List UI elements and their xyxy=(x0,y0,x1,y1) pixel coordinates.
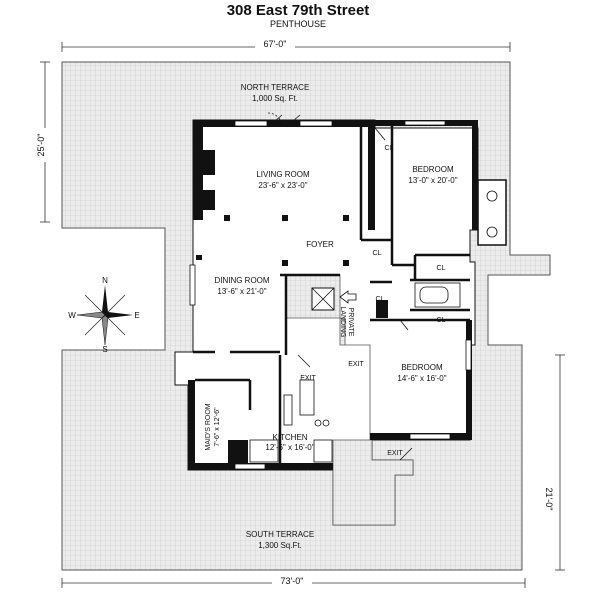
closet-label-1: CL xyxy=(385,145,394,152)
page-subtitle: PENTHOUSE xyxy=(270,19,326,29)
private-landing-area xyxy=(285,274,414,526)
south-terrace-label: SOUTH TERRACE xyxy=(246,530,314,539)
compass-s-label: S xyxy=(102,345,107,354)
compass-icon xyxy=(76,285,133,346)
interior-walls xyxy=(193,126,470,463)
maids-room-label: MAID'S ROOM xyxy=(205,403,212,450)
bottom-dimension: 73'-0" xyxy=(61,575,526,588)
windows xyxy=(189,120,472,470)
kitchen-label: KITCHEN xyxy=(272,433,307,442)
door-swings xyxy=(267,112,413,461)
exit-label-2: EXIT xyxy=(348,361,364,368)
compass-e-label: E xyxy=(134,311,139,320)
elevator xyxy=(311,287,335,311)
compass-n-label: N xyxy=(102,276,108,285)
exit-label-1: EXIT xyxy=(300,375,316,382)
closet-label-2: CL xyxy=(373,250,382,257)
north-terrace-area: 1,000 Sq. Ft. xyxy=(252,94,298,103)
private-landing-label-1: PRIVATE xyxy=(347,308,354,337)
dining-room-label: DINING ROOM xyxy=(214,276,269,285)
bedroom2-label: BEDROOM xyxy=(401,363,443,372)
foyer-label: FOYER xyxy=(306,240,334,249)
south-terrace-area: 1,300 Sq.Ft. xyxy=(258,541,302,550)
dining-room-size: 13'-6" x 21'-0" xyxy=(217,287,266,296)
top-width-label: 67'-0" xyxy=(264,39,287,49)
closet-label-5: CL xyxy=(437,317,446,324)
entry-arrow xyxy=(339,290,357,304)
bedroom2-size: 14'-6" x 16'-0" xyxy=(397,374,446,383)
top-dimension: 67'-0" xyxy=(61,38,511,52)
exit-label-3: EXIT xyxy=(387,450,403,457)
north-terrace-label: NORTH TERRACE xyxy=(241,83,310,92)
kitchen-size: 12'-6" x 16'-0" xyxy=(265,443,314,452)
closet-label-4: CL xyxy=(376,296,385,303)
bathrooms xyxy=(414,179,507,308)
page-title: 308 East 79th Street xyxy=(227,2,370,19)
right-height-label: 21'-0" xyxy=(544,488,554,511)
bottom-width-label: 73'-0" xyxy=(281,576,304,586)
bedroom1-size: 13'-0" x 20'-0" xyxy=(408,176,457,185)
kitchen-counters xyxy=(249,379,333,463)
closet-label-3: CL xyxy=(437,265,446,272)
columns xyxy=(224,215,349,266)
left-dimension: 25'-0" xyxy=(36,61,50,223)
compass-w-label: W xyxy=(68,311,76,320)
right-dimension: 21'-0" xyxy=(541,354,565,571)
private-landing-label-2: LANDING xyxy=(339,306,346,337)
bedroom1-label: BEDROOM xyxy=(412,165,454,174)
maids-room-size: 7'-6" x 12'-6" xyxy=(214,407,221,447)
living-room-size: 23'-6" x 23'-0" xyxy=(258,181,307,190)
left-height-label: 25'-0" xyxy=(36,134,46,157)
living-room-label: LIVING ROOM xyxy=(256,170,310,179)
